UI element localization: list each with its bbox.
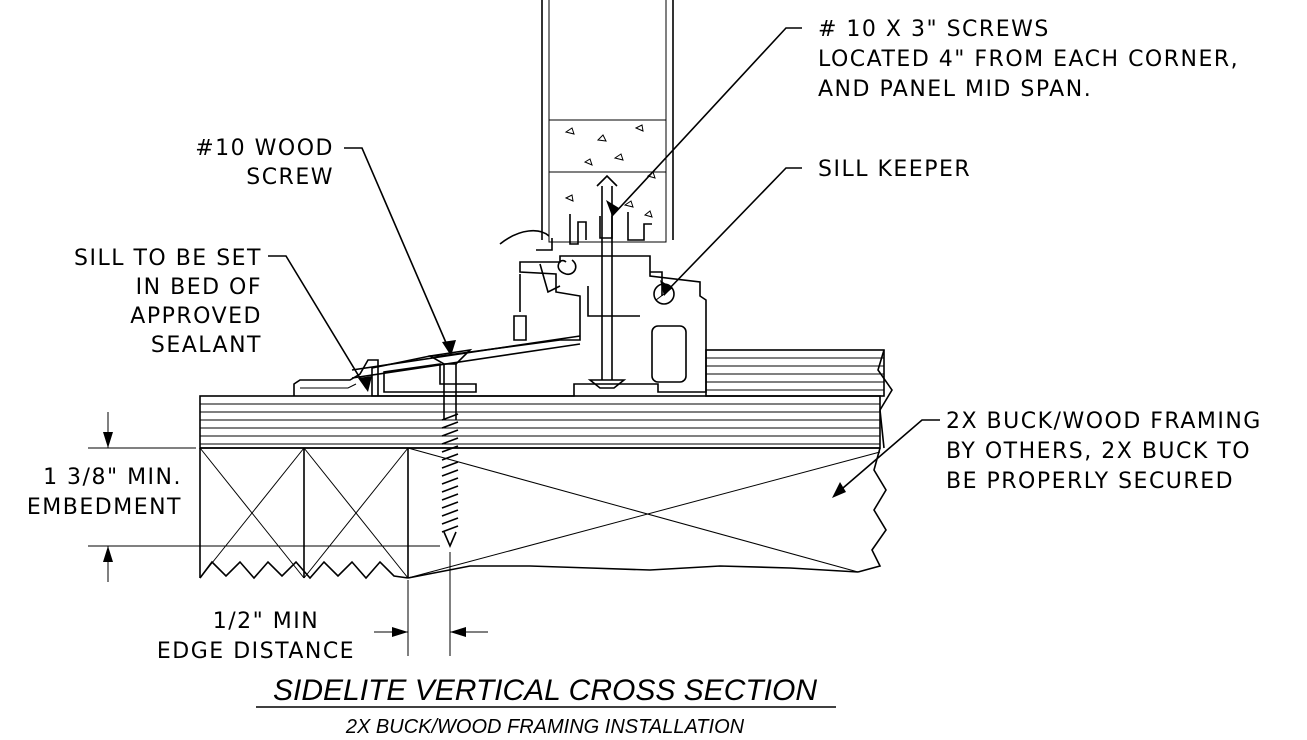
edge-distance-callout-line1: 1/2" MIN [213, 609, 319, 634]
sealant-callout-line1: SILL TO BE SET [74, 246, 262, 271]
screws-callout: # 10 X 3" SCREWS LOCATED 4" FROM EACH CO… [818, 17, 1239, 102]
screws-callout-line3: AND PANEL MID SPAN. [818, 77, 1092, 102]
embedment-callout-line2: EMBEDMENT [27, 495, 182, 520]
edge-distance-callout: 1/2" MIN EDGE DISTANCE [157, 609, 355, 664]
sealant-callout-line3: APPROVED [130, 304, 262, 329]
drawing-title: SIDELITE VERTICAL CROSS SECTION [273, 674, 817, 707]
screws-callout-line1: # 10 X 3" SCREWS [818, 17, 1050, 42]
sill-screw [587, 174, 627, 389]
screws-callout-line2: LOCATED 4" FROM EACH CORNER, [818, 47, 1239, 72]
sill-extrusion [293, 255, 707, 397]
wood-screw-callout-line1: #10 WOOD [195, 136, 334, 161]
wood-screw-callout-line2: SCREW [246, 165, 334, 190]
sealant-callout: SILL TO BE SET IN BED OF APPROVED SEALAN… [74, 246, 262, 358]
buck-callout-line3: BE PROPERLY SECURED [946, 469, 1234, 494]
wood-screw [427, 348, 473, 549]
sill-keeper-callout: SILL KEEPER [818, 157, 971, 182]
wood-screw-callout: #10 WOOD SCREW [195, 136, 334, 190]
edge-distance-dimension [374, 552, 488, 656]
buck-callout-line1: 2X BUCK/WOOD FRAMING [946, 409, 1262, 434]
edge-distance-callout-line2: EDGE DISTANCE [157, 639, 355, 664]
embedment-callout-line1: 1 3/8" MIN. [43, 465, 182, 490]
buck-callout: 2X BUCK/WOOD FRAMING BY OTHERS, 2X BUCK … [946, 409, 1262, 494]
embedment-dimension [88, 412, 440, 582]
drawing-title-block: SIDELITE VERTICAL CROSS SECTION 2X BUCK/… [256, 674, 836, 738]
drawing-subtitle: 2X BUCK/WOOD FRAMING INSTALLATION [345, 716, 745, 738]
embedment-callout: 1 3/8" MIN. EMBEDMENT [27, 465, 182, 520]
wood-top-plate [199, 349, 893, 449]
leader-lines [268, 27, 940, 498]
sidelite-panel [499, 0, 674, 251]
sealant-callout-line2: IN BED OF [136, 275, 262, 300]
sealant-callout-line4: SEALANT [151, 333, 262, 358]
buck-callout-line2: BY OTHERS, 2X BUCK TO [946, 439, 1251, 464]
wood-buck [199, 447, 887, 580]
